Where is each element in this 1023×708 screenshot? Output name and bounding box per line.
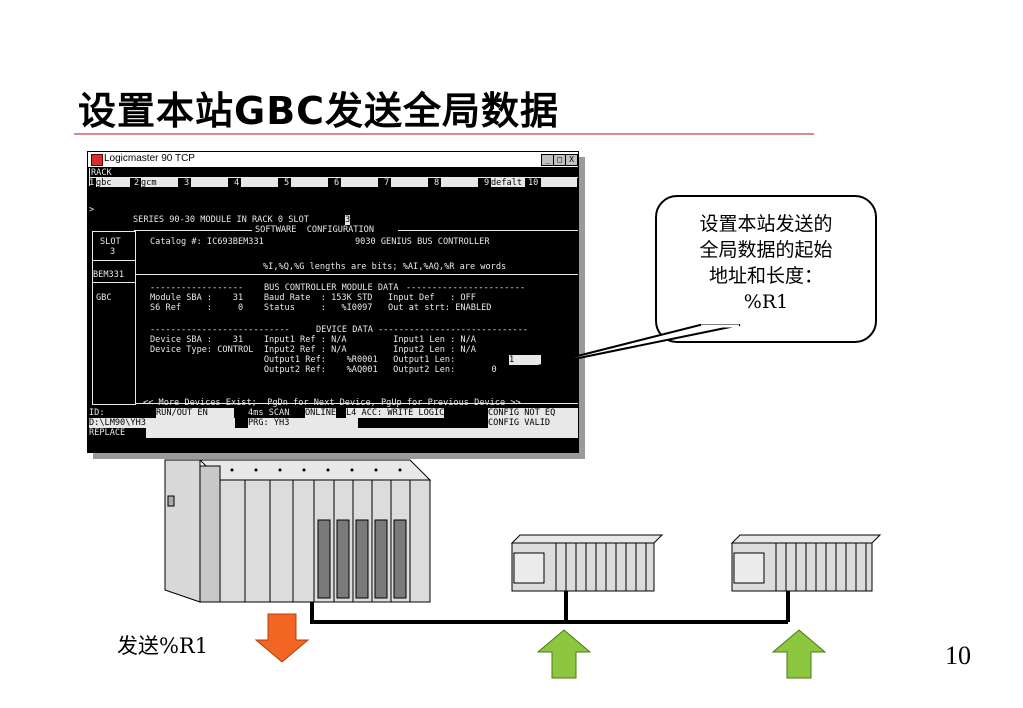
- network-bus: [310, 602, 788, 624]
- config-not-eq: CONFIG NOT EQ: [488, 408, 578, 418]
- status-fill: [146, 428, 578, 438]
- scan-time: 4ms SCAN: [248, 408, 290, 418]
- minimize-button[interactable]: _: [541, 154, 554, 166]
- output1-len-field[interactable]: 1: [509, 355, 541, 365]
- lengths-note: %I,%Q,%G lengths are bits; %AI,%AQ,%R ar…: [263, 262, 507, 272]
- rack-slot-number: 5: [284, 178, 290, 188]
- rack-slot-number: 7: [384, 178, 390, 188]
- module-id: BEM331: [93, 270, 125, 280]
- rack-slot-6[interactable]: [341, 178, 378, 187]
- rack-slot-5[interactable]: [291, 178, 328, 187]
- title-divider: [74, 133, 814, 135]
- divider: [398, 230, 578, 231]
- device-row-3[interactable]: Output1 Ref: %R0001 Output1 Len:: [150, 355, 456, 365]
- software-config-label: SOFTWARE CONFIGURATION: [255, 225, 374, 235]
- controller-name: 9030 GENIUS BUS CONTROLLER: [355, 237, 490, 247]
- config-valid: CONFIG VALID: [488, 418, 578, 428]
- prompt[interactable]: >: [89, 205, 95, 215]
- slot-number: 3: [110, 247, 116, 257]
- device-row-1[interactable]: Device SBA : 31 Input1 Ref : N/A Input1 …: [150, 335, 476, 345]
- rack-slot-number: 10: [528, 178, 539, 188]
- callout-pointer: [529, 324, 741, 369]
- maximize-button[interactable]: □: [553, 154, 566, 166]
- receive-arrow-up-icon: [771, 629, 827, 679]
- rack-row-divider: [89, 177, 578, 178]
- divider: [92, 282, 135, 283]
- rack-slot-2[interactable]: gcm: [141, 178, 178, 188]
- rack-slot-number: 9: [484, 178, 490, 188]
- rack-label: RACK: [91, 168, 112, 178]
- rack-slot-4[interactable]: [241, 178, 278, 187]
- remote-io-2: [730, 534, 882, 592]
- rack-slot-7[interactable]: [391, 178, 428, 187]
- device-header: DEVICE DATA: [316, 325, 373, 335]
- rack-slot-number: 1: [89, 178, 95, 188]
- rack-slot-8[interactable]: [441, 178, 478, 187]
- path: D:\LM90\YH3: [89, 418, 235, 428]
- app-icon: [91, 154, 103, 166]
- rack-slot-3[interactable]: [191, 178, 228, 187]
- divider: [135, 274, 578, 275]
- device-row-2[interactable]: Device Type: CONTROL Input2 Ref : N/A In…: [150, 345, 476, 355]
- bus-row-2[interactable]: S6 Ref : 0 Status : %I0097 Out at strt: …: [150, 303, 492, 313]
- bus-data-header-line-right: -----------------------: [406, 283, 525, 293]
- rack-slot-9[interactable]: defalt: [491, 178, 525, 188]
- slot-value-highlight[interactable]: 3: [345, 215, 351, 225]
- divider: [134, 230, 252, 231]
- device-header-line-right: -----------------------------: [378, 325, 529, 335]
- rack-slot-number: 6: [334, 178, 340, 188]
- more-devices-hint: << More Devices Exist; PgDn for Next Dev…: [143, 398, 521, 408]
- rack-slot-number: 3: [184, 178, 190, 188]
- slot-label: SLOT: [100, 237, 121, 247]
- bus-row-1[interactable]: Module SBA : 31 Baud Rate : 153K STD Inp…: [150, 293, 476, 303]
- slide-title: 设置本站GBC发送全局数据: [78, 89, 560, 133]
- run-state: RUN/OUT EN: [156, 408, 234, 418]
- page-number: 10: [945, 641, 971, 670]
- access-level: L4 ACC: WRITE LOGIC: [346, 408, 445, 418]
- rack-slot-number: 4: [234, 178, 240, 188]
- plc-rack: [164, 459, 432, 603]
- send-label: 发送%R1: [117, 634, 209, 658]
- receive-arrow-up-icon: [536, 629, 592, 679]
- close-button[interactable]: X: [565, 154, 578, 166]
- divider: [92, 260, 135, 261]
- remote-io-1: [510, 534, 664, 592]
- online-status: ONLINE: [305, 408, 337, 418]
- series-line: SERIES 90-30 MODULE IN RACK 0 SLOT: [133, 215, 315, 225]
- window-titlebar[interactable]: Logicmaster 90 TCP _ □ X: [88, 152, 578, 168]
- callout-text: 设置本站发送的 全局数据的起始 地址和长度： %R1: [699, 213, 833, 313]
- slot-panel: [92, 231, 136, 405]
- device-header-line-left: ---------------------------: [150, 325, 290, 335]
- edit-mode: REPLACE: [89, 428, 126, 438]
- program-name: PRG: YH3: [248, 418, 358, 428]
- bus-data-header-line-left: ------------------: [150, 283, 244, 293]
- device-row-4[interactable]: Output2 Ref: %AQ001 Output2 Len: 0: [150, 365, 497, 375]
- rack-slot-10[interactable]: [541, 178, 577, 187]
- rack-slot-number: 8: [434, 178, 440, 188]
- divider: [135, 403, 578, 404]
- send-arrow-down-icon: [254, 613, 310, 663]
- callout-bubble: 设置本站发送的 全局数据的起始 地址和长度： %R1: [655, 195, 877, 343]
- window-title: Logicmaster 90 TCP: [104, 153, 195, 164]
- catalog-number: Catalog #: IC693BEM331: [150, 237, 264, 247]
- bus-data-header: BUS CONTROLLER MODULE DATA: [264, 283, 399, 293]
- rack-slot-1[interactable]: gbc: [96, 178, 130, 188]
- rack-slot-number: 2: [134, 178, 140, 188]
- module-type: GBC: [96, 293, 112, 303]
- status-id: ID:: [89, 408, 105, 418]
